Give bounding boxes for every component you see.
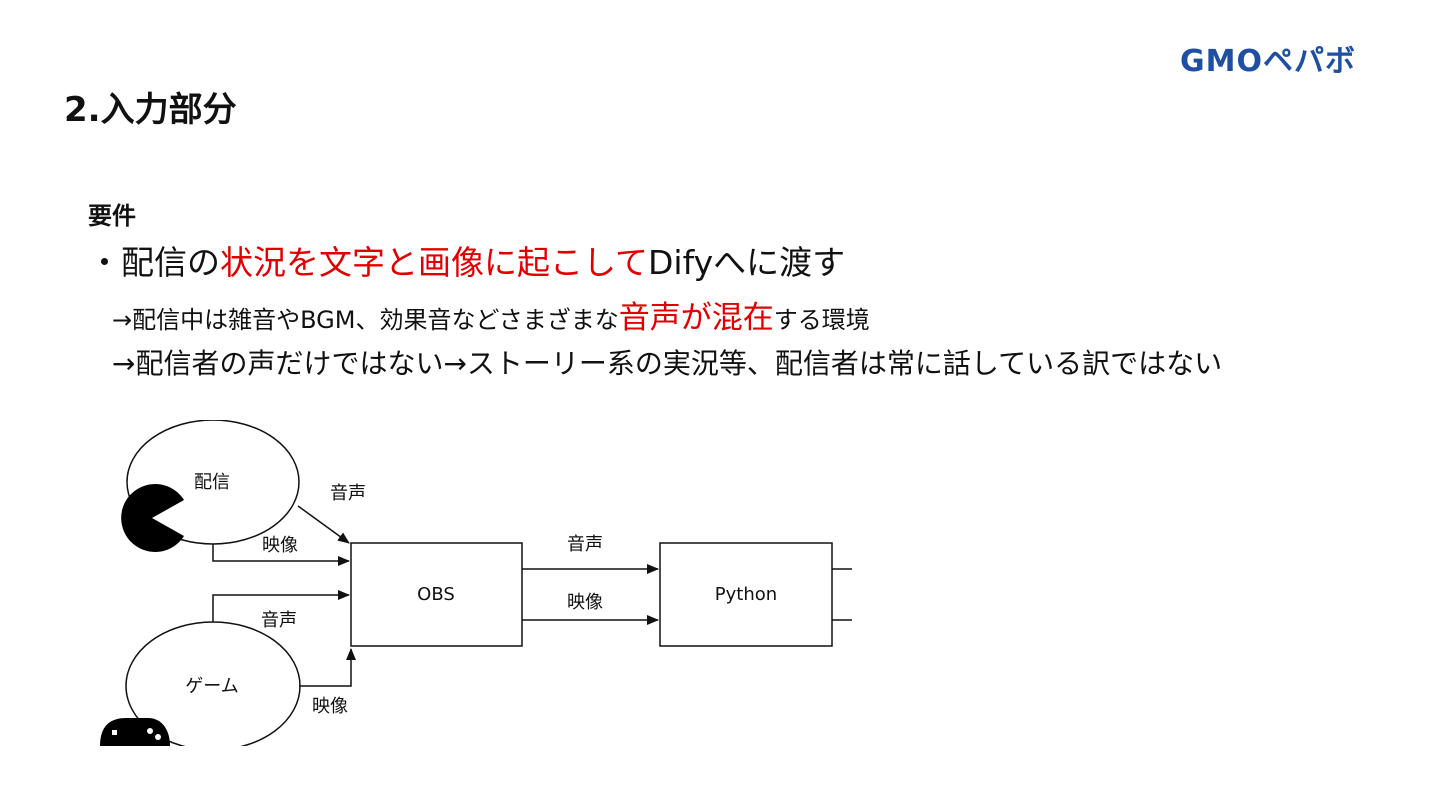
line2-text-a: →配信中は雑音やBGM、効果音などさまざまな — [112, 306, 619, 334]
edge-game-eizo — [299, 648, 356, 687]
line2-text-b: する環境 — [773, 306, 870, 334]
edge-haishin-onsei — [297, 505, 350, 544]
edge-haishin-eizo — [212, 544, 350, 566]
edge-label-eizo-3: 映像 — [567, 592, 603, 613]
obs-label: OBS — [417, 584, 455, 605]
line2-highlight: 音声が混在 — [618, 300, 774, 336]
requirement-line-3: →配信者の声だけではない→ストーリー系の実況等、配信者は常に話している訳ではない — [112, 347, 1223, 380]
obs-node — [350, 542, 523, 647]
edge-label-onsei-1: 音声 — [330, 483, 366, 504]
brand-logo: GMOペパボ — [1180, 44, 1356, 79]
game-label: ゲーム — [185, 676, 238, 697]
slide-title: 2.入力部分 — [64, 90, 237, 130]
line1-highlight: 状況を文字と画像に起こして — [220, 243, 649, 282]
edge-label-eizo-1: 映像 — [262, 535, 298, 556]
pacman-icon — [121, 484, 184, 552]
flow-diagram: 配信 ゲーム OBS Python 音声 映像 音声 映像 音声 映像 — [100, 420, 852, 746]
gamepad-icon — [100, 718, 170, 746]
bullet: ・ — [88, 243, 121, 282]
requirements-label: 要件 — [88, 202, 136, 230]
edge-game-onsei — [212, 590, 350, 622]
edge-label-onsei-2: 音声 — [261, 610, 297, 631]
haishin-label: 配信 — [194, 472, 230, 493]
line1-text-b: Difyへに渡す — [648, 243, 846, 282]
line1-text-a: 配信の — [121, 243, 220, 282]
edge-label-onsei-3: 音声 — [567, 534, 603, 555]
python-label: Python — [715, 584, 777, 605]
requirement-line-1: ・配信の状況を文字と画像に起こしてDifyへに渡す — [88, 236, 845, 284]
requirement-line-2: →配信中は雑音やBGM、効果音などさまざまな音声が混在する環境 — [112, 292, 870, 337]
edge-label-eizo-2: 映像 — [312, 696, 348, 717]
python-node — [659, 542, 833, 647]
